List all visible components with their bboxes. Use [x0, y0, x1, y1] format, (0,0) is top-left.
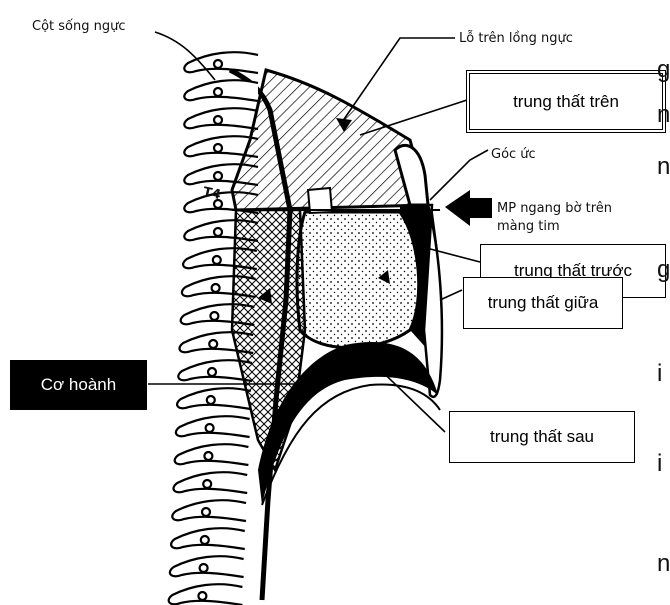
edge-text-char: i [657, 362, 662, 386]
vertebra-facet [209, 340, 217, 348]
plane-label-line1: MP ngang bờ trên [497, 201, 612, 216]
edge-text-char: n [657, 103, 670, 127]
vertebra-facet [206, 424, 214, 432]
heart-middle-mediastinum [297, 212, 419, 348]
vertebra-facet [203, 480, 211, 488]
vertebra-facet [208, 368, 216, 376]
vertebra-facet [198, 592, 206, 600]
vertebra-facet [212, 284, 220, 292]
edge-text-char: g [657, 58, 670, 82]
vertebra-facet [214, 144, 222, 152]
vertebra-facet [214, 60, 222, 68]
vertebra-facet [214, 116, 222, 124]
sternal-angle-label: Góc ức [491, 147, 536, 162]
vertebra-facet [202, 508, 210, 516]
vertebra-facet [214, 88, 222, 96]
diaphragm-box: Cơ hoành [10, 360, 147, 410]
spine-label: Cột sống ngực [32, 19, 126, 34]
edge-text-char: i [657, 452, 662, 476]
superior-mediastinum-box: trung thất trên [466, 70, 666, 133]
inlet-label: Lỗ trên lồng ngực [459, 31, 573, 46]
vertebra-facet [214, 172, 222, 180]
vertebra-facet [210, 312, 218, 320]
plane-label-line2: màng tim [497, 219, 560, 234]
vertebra-facet [213, 256, 221, 264]
vertebra-facet [201, 536, 209, 544]
vertebra-facet [200, 564, 208, 572]
middle-mediastinum-box: trung thất giữa [463, 277, 623, 329]
plane-arrow-icon [445, 190, 492, 226]
vertebra-facet [214, 228, 222, 236]
edge-text-char: n [657, 155, 670, 179]
vertebra-facet [207, 396, 215, 404]
vertebra-facet [204, 452, 212, 460]
edge-text-char: g [657, 258, 670, 282]
posterior-mediastinum-box: trung thất sau [449, 411, 635, 463]
edge-text-char: n [657, 552, 670, 576]
